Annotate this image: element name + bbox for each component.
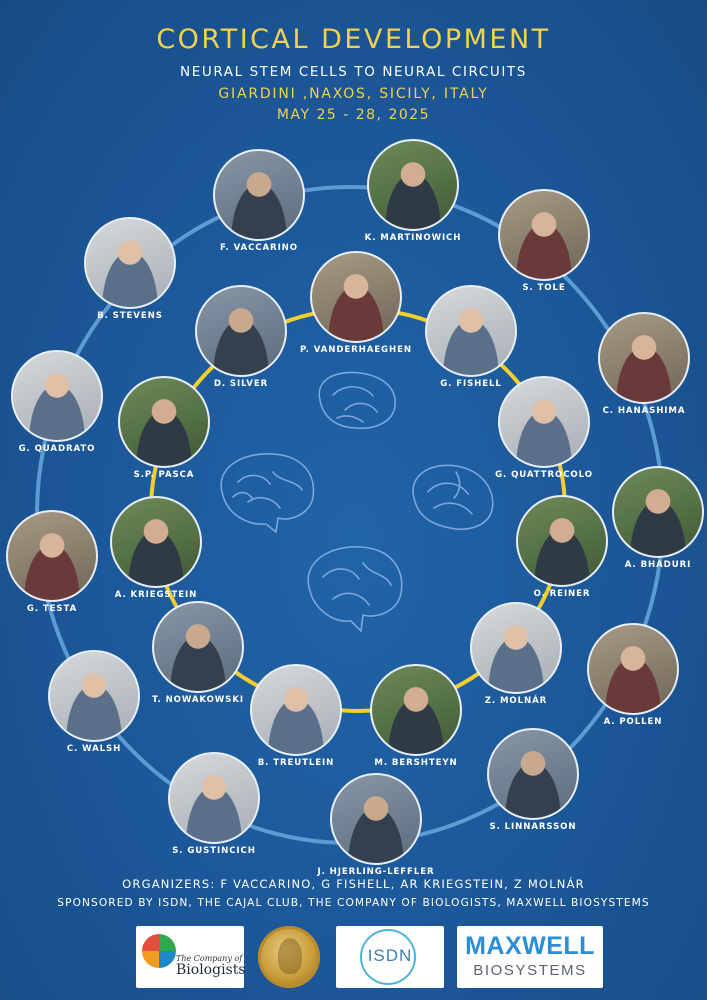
speaker-name: F. VACCARINO — [220, 243, 298, 253]
speaker-name: K. MARTINOWICH — [364, 233, 462, 243]
speaker-name: P. VANDERHAEGHEN — [300, 345, 412, 355]
speaker-photo — [470, 602, 562, 694]
maxwell-logo-bottom: BIOSYSTEMS — [473, 962, 587, 979]
speaker-name: G. FISHELL — [440, 379, 502, 389]
speaker-photo — [516, 495, 608, 587]
speaker-photo — [250, 664, 342, 756]
speaker-card: P. VANDERHAEGHEN — [300, 251, 411, 355]
speaker-name: A. POLLEN — [603, 717, 663, 727]
isdn-logo-text: ISDN — [367, 946, 413, 965]
fetal-brain-sketch-right — [412, 464, 494, 530]
speaker-name: D. SILVER — [213, 379, 269, 389]
speaker-card: B. TREUTLEIN — [250, 664, 342, 768]
speaker-name: A. BHADURI — [624, 560, 692, 570]
speaker-photo — [587, 623, 679, 715]
speaker-name: C. HANASHIMA — [602, 406, 686, 416]
isdn-logo: ISDN — [336, 926, 444, 988]
speaker-card: A. POLLEN — [587, 623, 679, 727]
poster-title: CORTICAL DEVELOPMENT — [156, 24, 551, 55]
company-of-biologists-icon — [142, 934, 176, 968]
fetal-brain-sketch-top — [318, 371, 396, 430]
speaker-name: Z. MOLNÁR — [484, 696, 548, 706]
speaker-name: O. REINER — [533, 589, 591, 599]
speaker-card: J. HJERLING-LEFFLER — [318, 773, 434, 877]
speaker-photo — [425, 285, 517, 377]
speaker-name: J. HJERLING-LEFFLER — [317, 867, 435, 877]
speaker-photo — [84, 217, 176, 309]
speaker-card: F. VACCARINO — [213, 149, 305, 253]
speaker-photo — [152, 601, 244, 693]
speaker-photo — [110, 496, 202, 588]
speaker-photo — [6, 510, 98, 602]
speaker-photo — [598, 312, 690, 404]
cajal-portrait-icon — [278, 938, 302, 974]
speaker-name: A. KRIEGSTEIN — [114, 590, 198, 600]
speaker-card: M. BERSHTEYN — [370, 664, 462, 768]
speaker-card: Z. MOLNÁR — [470, 602, 562, 706]
speaker-photo — [487, 728, 579, 820]
adult-brain-sketch-left — [220, 453, 315, 534]
speaker-photo — [11, 350, 103, 442]
speaker-card: D. SILVER — [195, 285, 287, 389]
poster-venue: GIARDINI ,NAXOS, SICILY, ITALY — [218, 86, 489, 102]
speaker-card: S. LINNARSSON — [487, 728, 579, 832]
speaker-photo — [118, 376, 210, 468]
poster-dates: MAY 25 - 28, 2025 — [276, 107, 431, 123]
speaker-name: T. NOWAKOWSKI — [152, 695, 244, 705]
speaker-name: G. TESTA — [26, 604, 78, 614]
speaker-photo — [612, 466, 704, 558]
sponsors-line: SPONSORED BY ISDN, THE CAJAL CLUB, THE C… — [57, 897, 650, 909]
brain-sketches — [220, 371, 494, 633]
speaker-name: M. BERSHTEYN — [374, 758, 458, 768]
cob-logo-small-text: The Company of — [176, 954, 243, 963]
adult-brain-sketch-bottom — [307, 546, 403, 633]
speaker-card: A. BHADURI — [612, 466, 704, 570]
speaker-card: O. REINER — [516, 495, 608, 599]
speaker-card: A. KRIEGSTEIN — [110, 496, 202, 600]
speaker-card: C. WALSH — [48, 650, 140, 754]
speaker-card: S. GUSTINCICH — [168, 752, 260, 856]
speaker-name: G. QUATTROCOLO — [495, 470, 593, 480]
speaker-photo — [310, 251, 402, 343]
cob-logo-name: Biologists — [176, 962, 246, 978]
speaker-photo — [48, 650, 140, 742]
speaker-photo — [367, 139, 459, 231]
speaker-name: B. STEVENS — [97, 311, 163, 321]
speaker-card: S.P. PASCA — [118, 376, 210, 480]
speaker-card: C. HANASHIMA — [598, 312, 690, 416]
speaker-card: G. TESTA — [6, 510, 98, 614]
speaker-name: S. LINNARSSON — [489, 822, 577, 832]
speaker-photo — [330, 773, 422, 865]
speaker-photo — [168, 752, 260, 844]
speaker-card: G. QUATTROCOLO — [495, 376, 592, 480]
speaker-photo — [498, 376, 590, 468]
speaker-card: K. MARTINOWICH — [365, 139, 460, 243]
speaker-photo — [213, 149, 305, 241]
speaker-name: S. GUSTINCICH — [172, 846, 256, 856]
speaker-card: S. TOLE — [498, 189, 590, 293]
speaker-card: B. STEVENS — [84, 217, 176, 321]
organizers-line: ORGANIZERS: F VACCARINO, G FISHELL, AR K… — [122, 877, 585, 891]
cajal-medal-icon — [258, 926, 320, 988]
speaker-photo — [498, 189, 590, 281]
poster-subtitle: NEURAL STEM CELLS TO NEURAL CIRCUITS — [180, 64, 527, 80]
cajal-club-logo — [258, 926, 322, 988]
speaker-photo — [370, 664, 462, 756]
maxwell-biosystems-logo: MAXWELL BIOSYSTEMS — [457, 926, 603, 988]
company-of-biologists-logo: The Company of Biologists — [136, 926, 246, 988]
speaker-name: B. TREUTLEIN — [257, 758, 335, 768]
maxwell-logo-top: MAXWELL — [465, 932, 595, 960]
speaker-photo — [195, 285, 287, 377]
speaker-name: C. WALSH — [66, 744, 122, 754]
speaker-name: S.P. PASCA — [133, 470, 195, 480]
speaker-name: G. QUADRATO — [18, 444, 96, 454]
speaker-card: T. NOWAKOWSKI — [152, 601, 244, 705]
speaker-card: G. FISHELL — [425, 285, 517, 389]
isdn-ring-icon — [360, 929, 416, 985]
speaker-card: G. QUADRATO — [11, 350, 103, 454]
speaker-name: S. TOLE — [522, 283, 566, 293]
